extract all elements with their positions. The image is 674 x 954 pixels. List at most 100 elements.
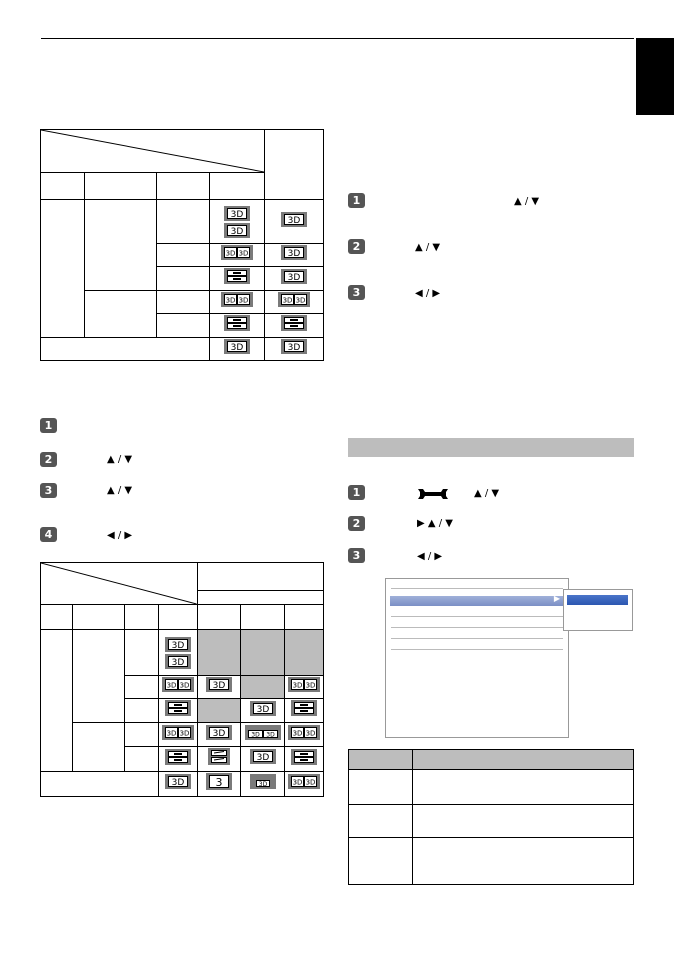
table2-output-subheader xyxy=(196,590,325,605)
table2-group-cell xyxy=(39,629,74,772)
table1-subgroup-cell xyxy=(84,290,157,338)
section-heading-bar xyxy=(348,438,634,457)
table2-row-label xyxy=(124,722,159,747)
step-badge-2: 2 xyxy=(348,516,365,531)
svg-text:3D: 3D xyxy=(213,729,226,738)
svg-text:3D: 3D xyxy=(226,250,236,258)
table2-col-e xyxy=(196,604,242,630)
svg-text:3D: 3D xyxy=(293,779,303,787)
table2-row-label xyxy=(124,698,159,723)
unavailable-cell xyxy=(240,629,286,676)
svg-text:3D: 3D xyxy=(258,781,267,787)
svg-text:3D: 3D xyxy=(213,681,226,690)
table1-col-d xyxy=(209,172,265,200)
3d-icon: 3D xyxy=(281,211,307,227)
table1-row-label xyxy=(156,290,210,314)
table2-row-label xyxy=(124,746,159,772)
3d-icon: 3D xyxy=(281,268,307,284)
up-down-arrows-icon: ▲ / ▼ xyxy=(107,454,133,465)
table2-col-d xyxy=(157,604,198,630)
svg-text:3D: 3D xyxy=(239,250,249,258)
unavailable-cell xyxy=(240,675,286,699)
svg-text:3D: 3D xyxy=(288,216,301,225)
table1-row-label xyxy=(156,313,210,338)
table2-col-a xyxy=(39,604,74,630)
left-right-arrows-icon: ◀ / ▶ xyxy=(107,530,133,541)
top-bottom-icon xyxy=(224,268,250,284)
svg-text:3D: 3D xyxy=(306,779,316,787)
step-badge-3: 3 xyxy=(348,285,365,300)
option-table-cell xyxy=(348,837,413,885)
table1-col-a xyxy=(40,172,85,200)
option-table-cell xyxy=(412,804,634,838)
svg-text:3D: 3D xyxy=(231,210,244,219)
svg-text:3D: 3D xyxy=(171,778,184,787)
3d-icon: 3D xyxy=(205,724,232,740)
left-right-arrows-icon: ◀ / ▶ xyxy=(415,288,441,299)
option-table-cell xyxy=(412,769,634,805)
unavailable-cell xyxy=(196,629,242,676)
table2-col-c xyxy=(124,604,159,630)
menu-divider xyxy=(391,649,563,650)
3d-icon: 3D xyxy=(281,339,307,354)
svg-text:3D: 3D xyxy=(288,273,301,282)
language-tab xyxy=(636,38,674,115)
svg-text:3D: 3D xyxy=(179,729,189,737)
up-down-arrows-icon: ▲ / ▼ xyxy=(514,196,540,207)
menu-divider xyxy=(391,588,563,589)
table1-footer-label xyxy=(40,337,210,361)
svg-text:3D: 3D xyxy=(306,729,316,737)
table2-subgroup-cell xyxy=(72,722,126,772)
table1-diagonal-header xyxy=(40,129,265,173)
3d-icon: 3D xyxy=(281,245,307,260)
svg-text:3D: 3D xyxy=(179,682,189,690)
menu-divider xyxy=(391,627,563,628)
top-bottom-icon xyxy=(281,315,307,331)
unavailable-cell xyxy=(196,698,242,723)
3d-icon: 3D xyxy=(249,700,276,716)
header-rule xyxy=(41,38,634,39)
3d-icon: 3D xyxy=(164,774,191,789)
table2-row-label xyxy=(124,675,159,699)
table1-row-label xyxy=(156,243,210,267)
table2-output-header xyxy=(196,562,325,591)
step-badge-3: 3 xyxy=(40,483,57,498)
submenu-item-selected[interactable] xyxy=(567,595,628,605)
step-badge-2: 2 xyxy=(40,452,57,467)
option-table xyxy=(348,749,634,885)
svg-text:3D: 3D xyxy=(256,753,269,762)
svg-text:3D: 3D xyxy=(306,682,316,690)
3d-icon: 3D xyxy=(249,749,276,764)
svg-text:3: 3 xyxy=(215,776,222,788)
option-table-header-col1 xyxy=(348,749,413,770)
table2-col-g xyxy=(284,604,324,630)
table2-diagonal-header xyxy=(40,562,198,605)
table2-col-b xyxy=(72,604,126,630)
stretched-top-bottom-icon xyxy=(207,748,230,765)
3d-icon: 3D xyxy=(224,222,250,238)
table1-col-c xyxy=(156,172,210,200)
table2-row-label xyxy=(124,629,159,676)
menu-item-selected[interactable]: ▶ xyxy=(390,594,564,606)
svg-text:3D: 3D xyxy=(293,729,303,737)
submenu-popup xyxy=(563,589,633,631)
wrench-icon xyxy=(416,487,450,505)
svg-text:3D: 3D xyxy=(256,705,269,714)
option-table-cell xyxy=(348,769,413,805)
table2-col-f xyxy=(240,604,286,630)
option-table-cell xyxy=(348,804,413,838)
svg-text:3D: 3D xyxy=(283,297,293,305)
step-badge-3: 3 xyxy=(348,548,365,563)
table1-subgroup-cell xyxy=(84,199,157,291)
3d-icon: 3D xyxy=(205,677,232,692)
table2-subgroup-cell xyxy=(72,629,126,723)
